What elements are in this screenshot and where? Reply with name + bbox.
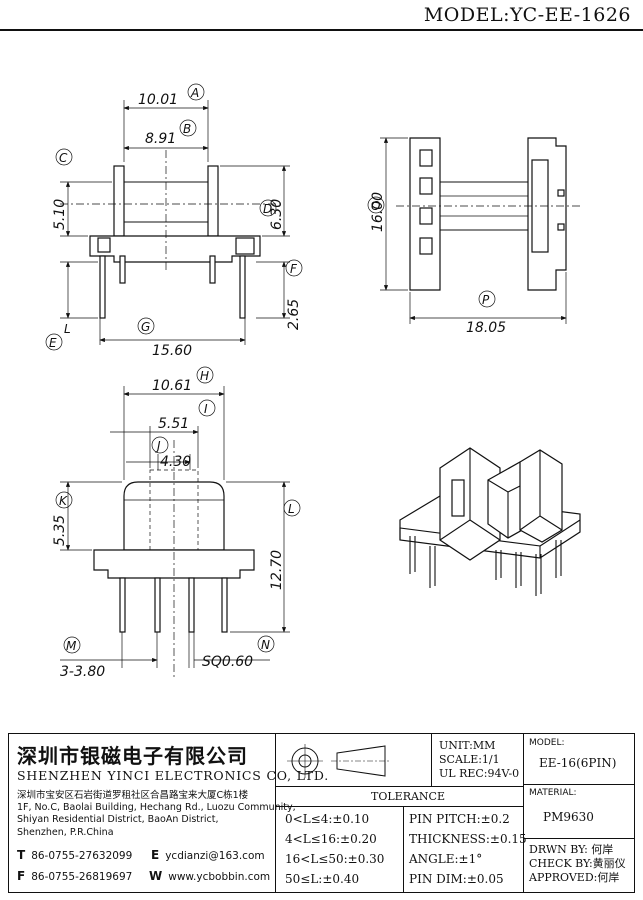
dim-front-pin: 2.65 bbox=[286, 299, 302, 330]
dim-bottom-upper: 5.35 bbox=[52, 515, 68, 546]
tag-m: M bbox=[66, 639, 77, 653]
dim-bottom-core: 4.30 bbox=[160, 454, 191, 470]
fax-label: F bbox=[17, 869, 26, 883]
pin-spec: PIN PITCH:±0.2 bbox=[409, 812, 510, 826]
fax: F 86-0755-26819697 bbox=[17, 869, 132, 883]
tag-n: N bbox=[261, 638, 270, 652]
isometric-view bbox=[399, 447, 581, 596]
approved-by: APPROVED:何岸 bbox=[529, 871, 620, 884]
dim-bottom-pitch: 3-3.80 bbox=[60, 664, 105, 680]
drawn-by: DRWN BY: 何岸 bbox=[529, 843, 614, 856]
tag-bottom-l: L bbox=[288, 502, 295, 516]
dim-front-width: 10.01 bbox=[138, 92, 178, 108]
divider bbox=[431, 734, 432, 786]
telephone-label: T bbox=[17, 848, 26, 862]
divider bbox=[275, 806, 523, 807]
fax-value: 86-0755-26819697 bbox=[31, 871, 133, 883]
dim-side-height: 16.00 bbox=[370, 192, 386, 232]
tag-e: E bbox=[49, 336, 57, 350]
tag-i: I bbox=[204, 402, 208, 416]
title-block: 深圳市银磁电子有限公司 SHENZHEN YINCI ELECTRONICS C… bbox=[8, 733, 635, 893]
tag-c: C bbox=[59, 151, 68, 165]
model-title: MODEL:YC-EE-1626 bbox=[423, 4, 631, 26]
dim-front-core: 5.10 bbox=[52, 199, 68, 230]
pin-spec: THICKNESS:±0.15 bbox=[409, 832, 527, 846]
tag-h: H bbox=[200, 369, 209, 383]
company-address: 深圳市宝安区石岩街道罗租社区合昌路宝来大厦C栋1楼 1F, No.C, Baol… bbox=[17, 790, 296, 839]
divider bbox=[523, 734, 524, 892]
scale: SCALE:1/1 bbox=[439, 753, 500, 766]
unit: UNIT:MM bbox=[439, 739, 496, 752]
telephone: T 86-0755-27632099 bbox=[17, 848, 132, 862]
tag-k: K bbox=[59, 494, 68, 508]
dim-front-height: 6.30 bbox=[269, 199, 285, 230]
email-value: ycdianzi@163.com bbox=[165, 850, 265, 862]
side-view: 16.00 O 18.05 P bbox=[367, 137, 580, 336]
dim-bottom-window: 5.51 bbox=[158, 416, 189, 432]
dim-bottom-pin: SQ0.60 bbox=[202, 654, 253, 670]
technical-drawing: 10.01 A 8.91 B 5.10 C 6.30 D 2.65 F 15.6… bbox=[45, 83, 581, 680]
company-name-cn: 深圳市银磁电子有限公司 bbox=[17, 744, 248, 768]
company-name-en: SHENZHEN YINCI ELECTRONICS CO, LTD. bbox=[17, 768, 330, 783]
tag-p: P bbox=[482, 293, 490, 307]
divider bbox=[523, 838, 634, 839]
projection-symbol-icon bbox=[287, 744, 391, 778]
front-view: 10.01 A 8.91 B 5.10 C 6.30 D 2.65 F 15.6… bbox=[45, 83, 303, 359]
divider bbox=[275, 786, 276, 892]
tag-front-l: L bbox=[64, 322, 71, 336]
telephone-value: 86-0755-27632099 bbox=[31, 850, 133, 862]
dim-side-width: 18.05 bbox=[466, 320, 506, 336]
divider bbox=[403, 806, 404, 892]
divider bbox=[275, 734, 276, 786]
material-label: MATERIAL: bbox=[529, 788, 577, 798]
pin-spec: ANGLE:±1° bbox=[409, 852, 483, 866]
website-value: www.ycbobbin.com bbox=[168, 871, 271, 883]
tag-a: A bbox=[190, 86, 199, 100]
tolerance-row: 0<L≤4:±0.10 bbox=[285, 812, 370, 826]
ul-rec: UL REC:94V-0 bbox=[439, 767, 520, 780]
address-line: 深圳市宝安区石岩街道罗租社区合昌路宝来大厦C栋1楼 bbox=[17, 790, 249, 801]
tolerance-row: 4<L≤16:±0.20 bbox=[285, 832, 377, 846]
bottom-view: 10.61 H 5.51 I 4.30 J 5.35 K 12.70 L bbox=[52, 366, 301, 680]
tag-g: G bbox=[141, 320, 150, 334]
header-rule bbox=[0, 29, 643, 31]
tag-j: J bbox=[155, 439, 161, 453]
model-label: MODEL: bbox=[529, 738, 565, 748]
dim-bottom-height: 12.70 bbox=[269, 550, 285, 590]
website-label: W bbox=[149, 869, 163, 883]
tag-o: O bbox=[371, 199, 380, 213]
checked-by: CHECK BY:黄丽仪 bbox=[529, 857, 626, 870]
dim-front-span: 15.60 bbox=[152, 343, 192, 359]
model-value: EE-16(6PIN) bbox=[539, 756, 617, 770]
divider bbox=[275, 786, 523, 787]
tolerance-row: 16<L≤50:±0.30 bbox=[285, 852, 385, 866]
divider bbox=[523, 784, 634, 785]
address-line: 1F, No.C, Baolai Building, Hechang Rd., … bbox=[17, 802, 296, 814]
address-line: Shiyan Residential District, BaoAn Distr… bbox=[17, 814, 219, 826]
tag-d: D bbox=[263, 202, 272, 216]
pin-spec: PIN DIM:±0.05 bbox=[409, 872, 504, 886]
dim-front-inner: 8.91 bbox=[145, 131, 176, 147]
address-line: Shenzhen, P.R.China bbox=[17, 826, 114, 838]
material-value: PM9630 bbox=[543, 810, 594, 824]
email-label: E bbox=[151, 848, 160, 862]
tolerance-title: TOLERANCE bbox=[371, 790, 445, 803]
dim-bottom-width: 10.61 bbox=[152, 378, 192, 394]
tag-b: B bbox=[183, 122, 191, 136]
tolerance-row: 50≤L:±0.40 bbox=[285, 872, 360, 886]
tag-f: F bbox=[290, 262, 298, 276]
